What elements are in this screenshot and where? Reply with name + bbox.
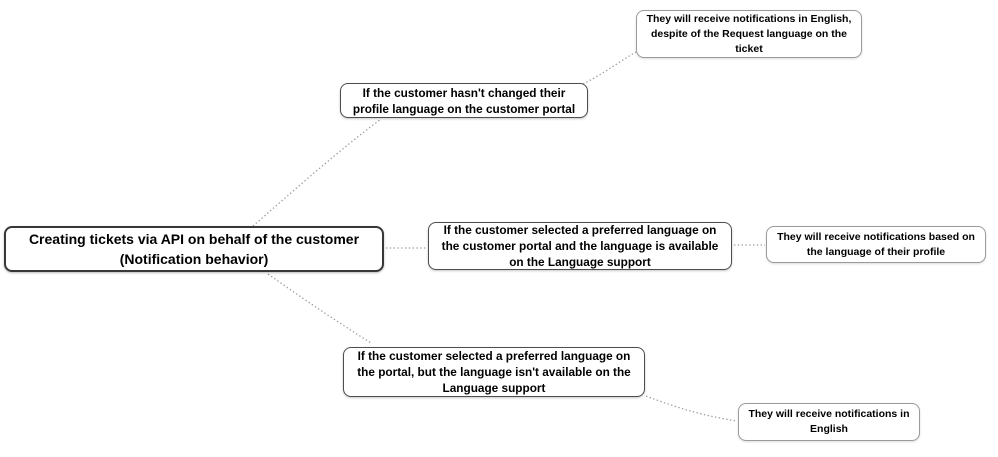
outcome-node-2[interactable]: They will receive notifications based on… [766, 226, 986, 263]
branch-node-1[interactable]: If the customer hasn't changed their pro… [340, 83, 588, 118]
outcome-node-2-label: They will receive notifications based on… [777, 230, 975, 258]
branch-node-2[interactable]: If the customer selected a preferred lan… [428, 222, 732, 270]
root-node-label: Creating tickets via API on behalf of th… [28, 231, 360, 267]
branch-node-3[interactable]: If the customer selected a preferred lan… [343, 347, 645, 397]
outcome-node-3[interactable]: They will receive notifications in Engli… [738, 403, 920, 441]
connector-branch-3-to-outcome-3 [645, 395, 738, 422]
outcome-node-1-label: They will receive notifications in Engli… [646, 12, 852, 55]
root-node[interactable]: Creating tickets via API on behalf of th… [4, 226, 384, 272]
outcome-node-3-label: They will receive notifications in Engli… [748, 408, 910, 435]
branch-node-3-label: If the customer selected a preferred lan… [357, 349, 631, 395]
connector-root-to-branch-3 [267, 273, 372, 344]
branch-node-1-label: If the customer hasn't changed their pro… [352, 85, 576, 116]
connector-root-to-branch-1 [252, 118, 382, 227]
connector-branch-1-to-outcome-1 [582, 51, 637, 85]
branch-node-2-label: If the customer selected a preferred lan… [441, 223, 719, 269]
outcome-node-1[interactable]: They will receive notifications in Engli… [636, 10, 862, 58]
